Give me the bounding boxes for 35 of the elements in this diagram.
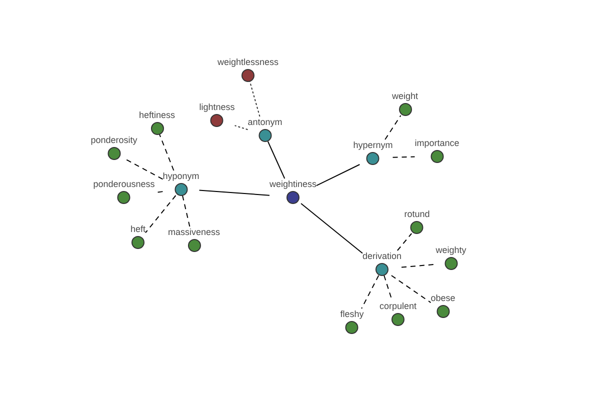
connector-line — [182, 195, 190, 227]
connector-line — [300, 203, 363, 254]
node-label: ponderousness — [93, 178, 155, 188]
connector-line — [316, 164, 360, 186]
node-label: rotund — [404, 208, 430, 218]
node-label: hyponym — [162, 170, 200, 180]
connector-line — [234, 125, 248, 130]
node-label: heft — [130, 224, 146, 234]
node-label: weighty — [436, 244, 466, 254]
connector-line — [384, 115, 402, 140]
connector-line — [198, 190, 270, 196]
connector-line — [396, 233, 412, 251]
node-label: weightiness — [269, 178, 317, 188]
connector-line — [392, 156, 416, 158]
connector-line — [145, 195, 176, 234]
connector-line — [390, 275, 432, 304]
node-label: importance — [414, 138, 460, 148]
connector-line — [126, 159, 164, 180]
node-label: hypernym — [353, 140, 393, 150]
node-label: antonym — [248, 116, 282, 126]
node-label: massiveness — [168, 226, 220, 236]
node-label: corpulent — [379, 300, 417, 310]
node-label: heftiness — [138, 110, 176, 120]
connector-line — [159, 134, 174, 171]
connector-line — [361, 275, 380, 309]
node-label: obese — [430, 292, 456, 302]
connector-line — [249, 81, 260, 117]
connector-line — [401, 264, 436, 268]
node-label: ponderosity — [90, 134, 138, 144]
node-label: derivation — [362, 250, 402, 260]
node-label: lightness — [199, 102, 235, 112]
node-label: fleshy — [340, 308, 364, 318]
connector-line — [267, 141, 286, 179]
node-label: weightlessness — [217, 56, 279, 66]
node-label: weight — [392, 90, 418, 100]
